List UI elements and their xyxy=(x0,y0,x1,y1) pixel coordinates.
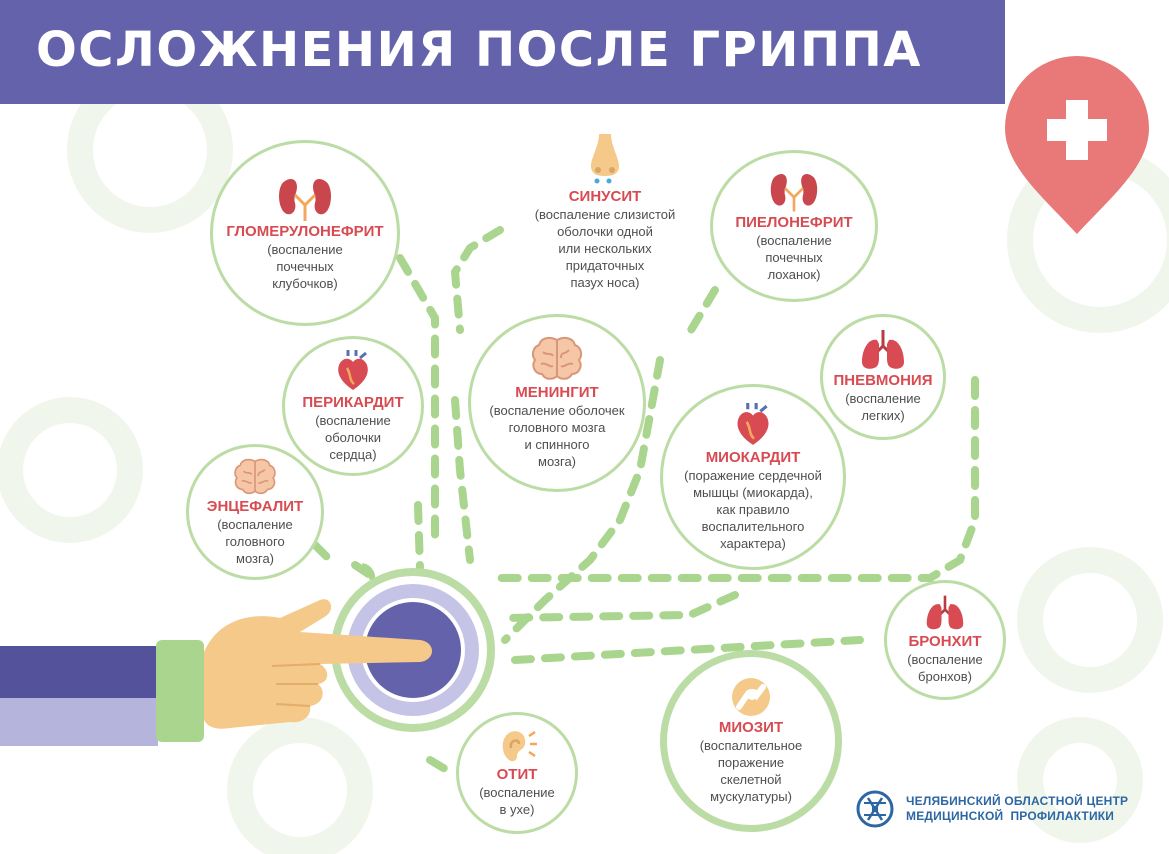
complication-desc-line: и спинного xyxy=(524,437,590,452)
complication-desc-line: мускулатуры) xyxy=(710,789,792,804)
node-sinusitis[interactable]: СИНУСИТ (воспаление слизистой оболочки о… xyxy=(505,132,705,291)
brain-icon xyxy=(234,458,276,494)
complication-desc-line: (воспаление xyxy=(845,391,921,406)
heart-icon xyxy=(737,402,769,445)
complication-desc-line: (воспаление оболочек xyxy=(489,403,625,418)
complication-desc-line: (поражение сердечной xyxy=(684,467,822,483)
complication-desc-line: (воспаление xyxy=(479,785,555,800)
complication-desc-line: поражение xyxy=(717,755,785,770)
complication-name: ПНЕВМОНИЯ xyxy=(833,372,933,389)
complication-desc-line: или нескольких xyxy=(558,241,652,256)
ear-icon xyxy=(502,730,537,762)
complication-desc-line: (воспаление xyxy=(756,232,832,248)
complication-desc-line: (воспаление xyxy=(267,241,343,257)
brain-icon xyxy=(531,336,583,380)
organization-logo: ЧЕЛЯБИНСКИЙ ОБЛАСТНОЙ ЦЕНТР МЕДИЦИНСКОЙ … xyxy=(856,790,1128,828)
complication-desc-line: легких) xyxy=(861,408,905,423)
complication-name: ЭНЦЕФАЛИТ xyxy=(206,497,304,515)
complication-name: ПЕРИКАРДИТ xyxy=(302,393,404,411)
node-pericarditis[interactable]: ПЕРИКАРДИТ (воспаление оболочки сердца) xyxy=(282,336,424,476)
title-banner: ОСЛОЖНЕНИЯ ПОСЛЕ ГРИППА xyxy=(0,0,1005,104)
complication-desc-line: (воспаление слизистой xyxy=(534,207,676,222)
complication-desc-line: сердца) xyxy=(329,446,377,462)
complication-desc-line: клубочков) xyxy=(272,275,338,291)
node-myositis[interactable]: МИОЗИТ (воспалительное поражение скелетн… xyxy=(660,650,842,832)
complication-desc-line: почечных xyxy=(765,249,823,265)
node-meningitis[interactable]: МЕНИНГИТ (воспаление оболочек головного … xyxy=(468,314,646,492)
complication-desc-line: почечных xyxy=(276,258,334,274)
kidneys-icon xyxy=(770,173,818,212)
heart-icon xyxy=(338,349,368,390)
complication-name: МИОЗИТ xyxy=(718,719,784,736)
lungs-icon xyxy=(926,595,964,630)
complication-name: ГЛОМЕРУЛОНЕФРИТ xyxy=(226,222,384,240)
complication-name: ПИЕЛОНЕФРИТ xyxy=(735,213,853,231)
complication-desc-line: мозга) xyxy=(236,550,274,566)
complication-desc-line: в ухе) xyxy=(499,802,535,817)
kidneys-icon xyxy=(279,178,331,221)
complication-desc-line: (воспаление xyxy=(315,412,391,428)
complication-desc-line: (воспаление xyxy=(907,652,983,667)
complication-desc-line: характера) xyxy=(720,535,786,551)
complication-desc-line: пазух носа) xyxy=(570,275,640,290)
complication-name: МИОКАРДИТ xyxy=(705,448,801,466)
logo-line-2: МЕДИЦИНСКОЙ ПРОФИЛАКТИКИ xyxy=(906,809,1115,823)
hand-pressing-button xyxy=(0,563,495,746)
joint-icon xyxy=(732,678,770,716)
complication-desc-line: головного мозга xyxy=(508,420,606,435)
complication-name: СИНУСИТ xyxy=(568,188,642,205)
center-emblem-icon xyxy=(856,790,894,828)
complication-desc-line: придаточных xyxy=(565,258,645,273)
complication-name: ОТИТ xyxy=(496,766,538,783)
medical-cross-pin-icon xyxy=(1005,56,1149,234)
complication-desc-line: оболочки одной xyxy=(557,224,653,239)
complication-desc-line: головного xyxy=(225,533,285,549)
node-glomerulonephritis[interactable]: ГЛОМЕРУЛОНЕФРИТ (воспаление почечных клу… xyxy=(210,140,400,326)
nose-icon xyxy=(591,134,619,184)
complication-desc-line: скелетной xyxy=(720,772,782,787)
complication-desc-line: (воспаление xyxy=(217,516,293,532)
complication-desc-line: (воспалительное xyxy=(699,738,803,753)
complication-desc-line: мышцы (миокарда), xyxy=(693,484,813,500)
lungs-icon xyxy=(862,330,904,369)
node-pneumonia[interactable]: ПНЕВМОНИЯ (воспаление легких) xyxy=(820,314,946,440)
complication-name: БРОНХИТ xyxy=(908,633,982,650)
complication-name: МЕНИНГИТ xyxy=(515,384,599,401)
logo-line-1: ЧЕЛЯБИНСКИЙ ОБЛАСТНОЙ ЦЕНТР xyxy=(906,794,1129,808)
node-encephalitis[interactable]: ЭНЦЕФАЛИТ (воспаление головного мозга) xyxy=(186,444,324,580)
node-otitis[interactable]: ОТИТ (воспаление в ухе) xyxy=(456,712,578,834)
complication-desc-line: воспалительного xyxy=(701,518,805,534)
complication-desc-line: лоханок) xyxy=(767,266,821,282)
complication-desc-line: оболочки xyxy=(324,429,382,445)
node-pyelonephritis[interactable]: ПИЕЛОНЕФРИТ (воспаление почечных лоханок… xyxy=(710,150,878,302)
page-title: ОСЛОЖНЕНИЯ ПОСЛЕ ГРИППА xyxy=(36,22,922,78)
complication-desc-line: мозга) xyxy=(538,454,576,469)
node-myocarditis[interactable]: МИОКАРДИТ (поражение сердечной мышцы (ми… xyxy=(660,384,846,570)
node-bronchitis[interactable]: БРОНХИТ (воспаление бронхов) xyxy=(884,580,1006,700)
complication-desc-line: как правило xyxy=(716,501,790,517)
complication-desc-line: бронхов) xyxy=(918,669,972,684)
